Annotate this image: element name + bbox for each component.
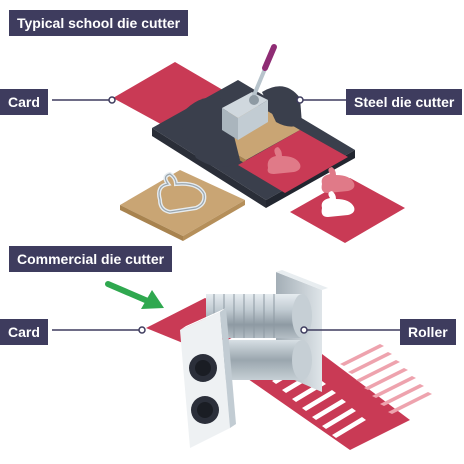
feed-direction-arrow-icon — [105, 281, 164, 309]
bunny-shape-icon — [267, 147, 301, 174]
steel-die-cutter-label: Steel die cutter — [346, 89, 463, 115]
press-frame-right — [262, 86, 302, 127]
machine-base-side — [152, 128, 266, 208]
roller-label: Roller — [400, 319, 456, 345]
card-label-bottom: Card — [0, 319, 48, 345]
wood-board — [120, 170, 245, 236]
card-sheet-top — [113, 62, 228, 128]
card-label-top: Card — [0, 89, 48, 115]
school-die-cutter-title: Typical school die cutter — [9, 10, 189, 36]
cut-strips — [340, 344, 432, 414]
commercial-die-cutter-title: Commercial die cutter — [9, 246, 173, 272]
leader-lines — [52, 96, 400, 334]
